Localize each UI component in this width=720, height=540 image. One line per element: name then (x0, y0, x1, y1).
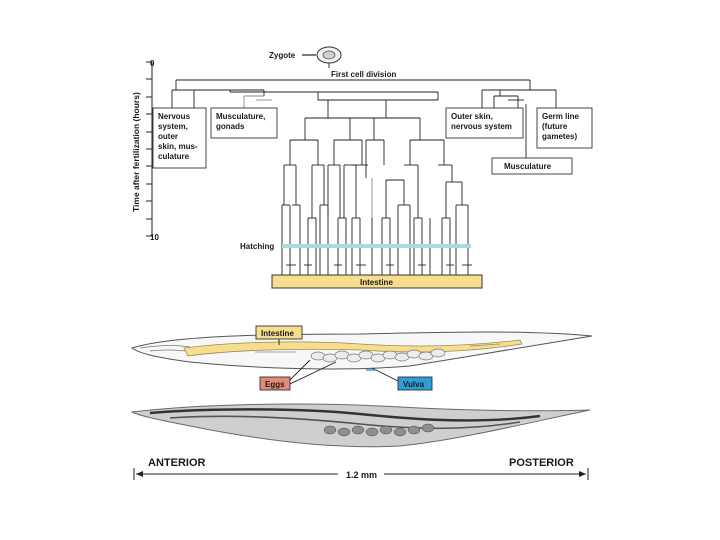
worm-schematic (130, 331, 593, 370)
posterior-label: POSTERIOR (509, 457, 574, 469)
intestine-bar (271, 274, 483, 289)
lineage-box-outer-skin: Outer skin, nervous system (445, 107, 524, 139)
germ-line-3: gametes) (542, 132, 577, 141)
axis-tick-10: 10 (150, 233, 159, 242)
anterior-label: ANTERIOR (148, 457, 206, 469)
intestine-bar-label: Intestine (360, 278, 393, 287)
lineage-box-germ-line: Germ line (future gametes) (536, 107, 593, 149)
worm-micrograph (130, 403, 591, 448)
nervous-line-5: culature (158, 152, 190, 161)
callout-vulva: Vulva (366, 367, 433, 391)
lineage-tree-intestine (281, 130, 472, 275)
nervous-line-4: skin, mus- (158, 142, 198, 151)
germ-line-2: (future (542, 122, 568, 131)
nervous-line-1: Nervous (158, 112, 191, 121)
scale-label: 1.2 mm (346, 470, 377, 480)
outer-skin-line-2: nervous system (451, 122, 512, 131)
scale-bar: 1.2 mm (133, 468, 589, 480)
callout-intestine-label: Intestine (261, 329, 294, 338)
lineage-box-musculature: Musculature (491, 157, 573, 175)
time-axis: 0 10 Time after fertilization (hours) (131, 59, 159, 242)
callout-eggs: Eggs (259, 359, 337, 391)
nervous-line-3: outer (158, 132, 178, 141)
muscle-gonads-line-1: Musculature, (216, 112, 265, 121)
musculature-label: Musculature (504, 162, 552, 171)
lineage-box-muscle-gonads: Musculature, gonads (210, 107, 278, 139)
zygote: Zygote (269, 46, 342, 64)
outer-skin-line-1: Outer skin, (451, 112, 493, 121)
nervous-line-2: system, (158, 122, 188, 131)
zygote-label: Zygote (269, 51, 296, 60)
first-division-label: First cell division (331, 70, 396, 79)
callout-vulva-label: Vulva (403, 380, 425, 389)
germ-line-1: Germ line (542, 112, 579, 121)
lineage-box-nervous: Nervous system, outer skin, mus- culatur… (152, 107, 207, 169)
callout-intestine: Intestine (255, 325, 303, 345)
muscle-gonads-line-2: gonads (216, 122, 245, 131)
axis-title: Time after fertilization (hours) (131, 92, 141, 212)
lineage-tree-top (171, 79, 557, 158)
callout-eggs-label: Eggs (265, 380, 285, 389)
axis-tick-0: 0 (150, 59, 155, 68)
hatching-label: Hatching (240, 242, 274, 251)
